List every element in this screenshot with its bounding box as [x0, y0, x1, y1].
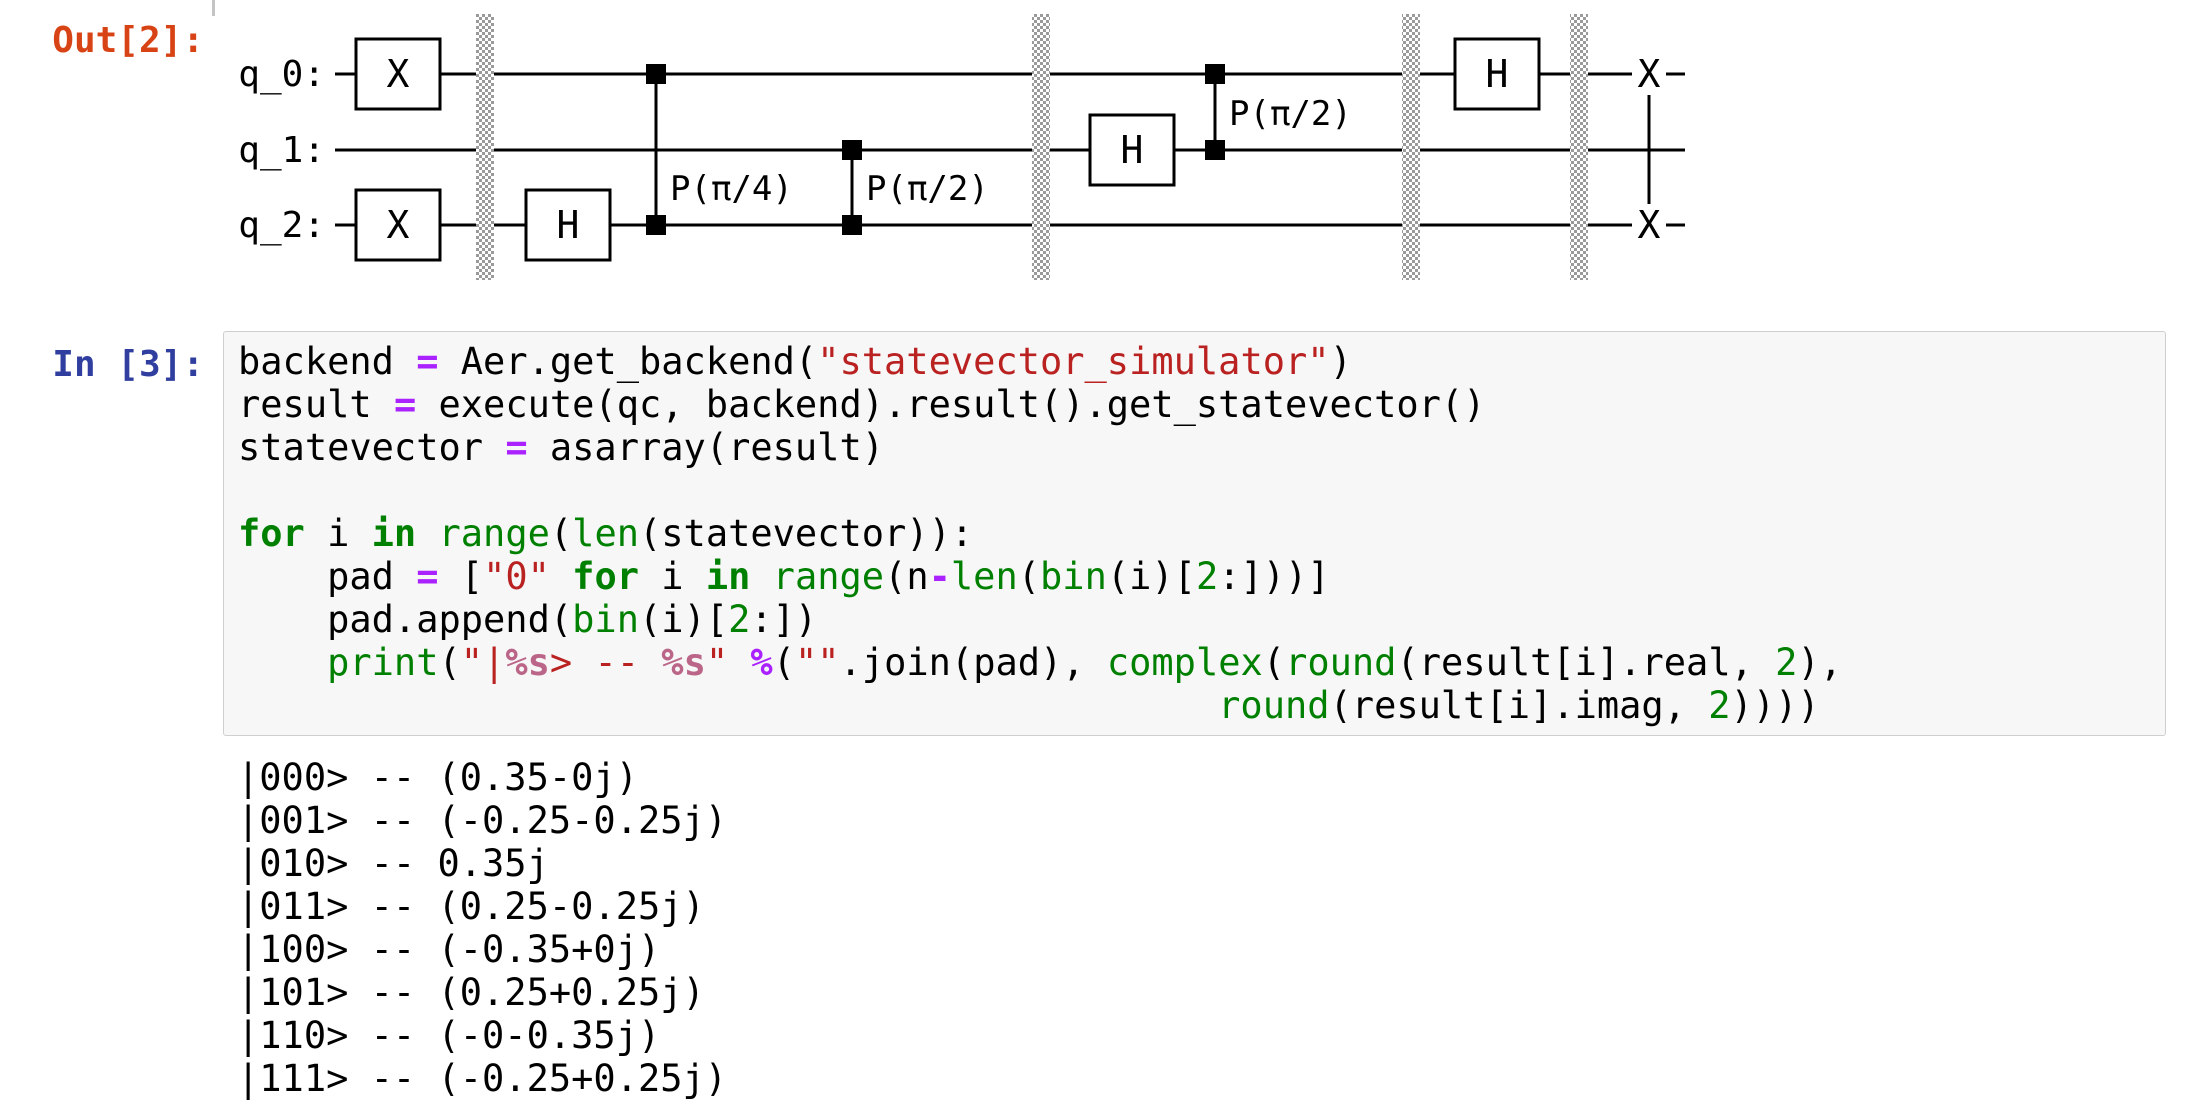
cp-label-pi4: P(π/4)	[670, 169, 793, 209]
h-gate-label-q0: H	[1486, 52, 1509, 96]
x-gate-box-q2	[354, 188, 442, 262]
swap-x-q2: X	[1638, 203, 1661, 247]
code-line-6: pad = ["0" for i in range(n-len(bin(i)[2…	[238, 555, 1330, 598]
h-gate-box-q1	[1088, 113, 1176, 187]
swap-x-bg	[1632, 53, 1666, 95]
output-line: |011> -- (0.25-0.25j)	[237, 885, 705, 928]
barrier	[1402, 14, 1420, 280]
cell-border-fragment	[212, 0, 215, 16]
control-dot	[646, 64, 666, 84]
output-line: |010> -- 0.35j	[237, 842, 549, 885]
output-line: |110> -- (-0-0.35j)	[237, 1014, 661, 1057]
code-line-4	[238, 469, 2165, 512]
qubit-label-q0: q_0:	[238, 54, 325, 95]
x-gate-label-q0: X	[387, 52, 410, 96]
code-line-1: backend = Aer.get_backend("statevector_s…	[238, 340, 1352, 383]
x-gate-box-q0	[354, 37, 442, 111]
barrier	[1570, 14, 1588, 280]
code-line-9: round(result[i].imag, 2))))	[1218, 684, 1820, 727]
qubit-label-q2: q_2:	[238, 205, 325, 246]
cp-label-pi2-b: P(π/2)	[1229, 94, 1352, 134]
output-line: |000> -- (0.35-0j)	[237, 756, 638, 799]
code-cell-input[interactable]: backend = Aer.get_backend("statevector_s…	[223, 331, 2166, 736]
output-line: |101> -- (0.25+0.25j)	[237, 971, 705, 1014]
output-line: |001> -- (-0.25-0.25j)	[237, 799, 728, 842]
qubit-label-q1: q_1:	[238, 130, 325, 171]
h-gate-box-q0	[1453, 37, 1541, 111]
h-gate-label-q1: H	[1121, 128, 1144, 172]
output-line: |100> -- (-0.35+0j)	[237, 928, 661, 971]
control-dot	[646, 215, 666, 235]
h-gate-label-q2: H	[557, 203, 580, 247]
out-prompt: Out[2]:	[52, 20, 204, 61]
statevector-output: |000> -- (0.35-0j) |001> -- (-0.25-0.25j…	[237, 756, 727, 1100]
quantum-circuit-diagram: q_0: q_1: q_2: X X H H H P(π/4) P(π/2) P…	[230, 8, 1730, 300]
cp-label-pi2-a: P(π/2)	[866, 169, 989, 209]
control-dot	[1205, 140, 1225, 160]
swap-x-q0: X	[1638, 52, 1661, 96]
h-gate-box-q2	[524, 188, 612, 262]
barrier	[476, 14, 494, 280]
control-dot	[842, 215, 862, 235]
control-dot	[842, 140, 862, 160]
in-prompt: In [3]:	[52, 344, 204, 385]
barrier	[1032, 14, 1050, 280]
code-line-7: pad.append(bin(i)[2:])	[238, 598, 818, 641]
code-line-2: result = execute(qc, backend).result().g…	[238, 383, 1486, 426]
code-line-3: statevector = asarray(result)	[238, 426, 885, 469]
circuit-svg: q_0: q_1: q_2: X X H H H P(π/4) P(π/2) P…	[238, 14, 1685, 280]
swap-x-bg	[1632, 204, 1666, 246]
x-gate-label-q2: X	[387, 203, 410, 247]
code-line-8: print("|%s> -- %s" %("".join(pad), compl…	[327, 641, 1843, 684]
code-line-5: for i in range(len(statevector)):	[238, 512, 974, 555]
control-dot	[1205, 64, 1225, 84]
output-line: |111> -- (-0.25+0.25j)	[237, 1057, 728, 1100]
